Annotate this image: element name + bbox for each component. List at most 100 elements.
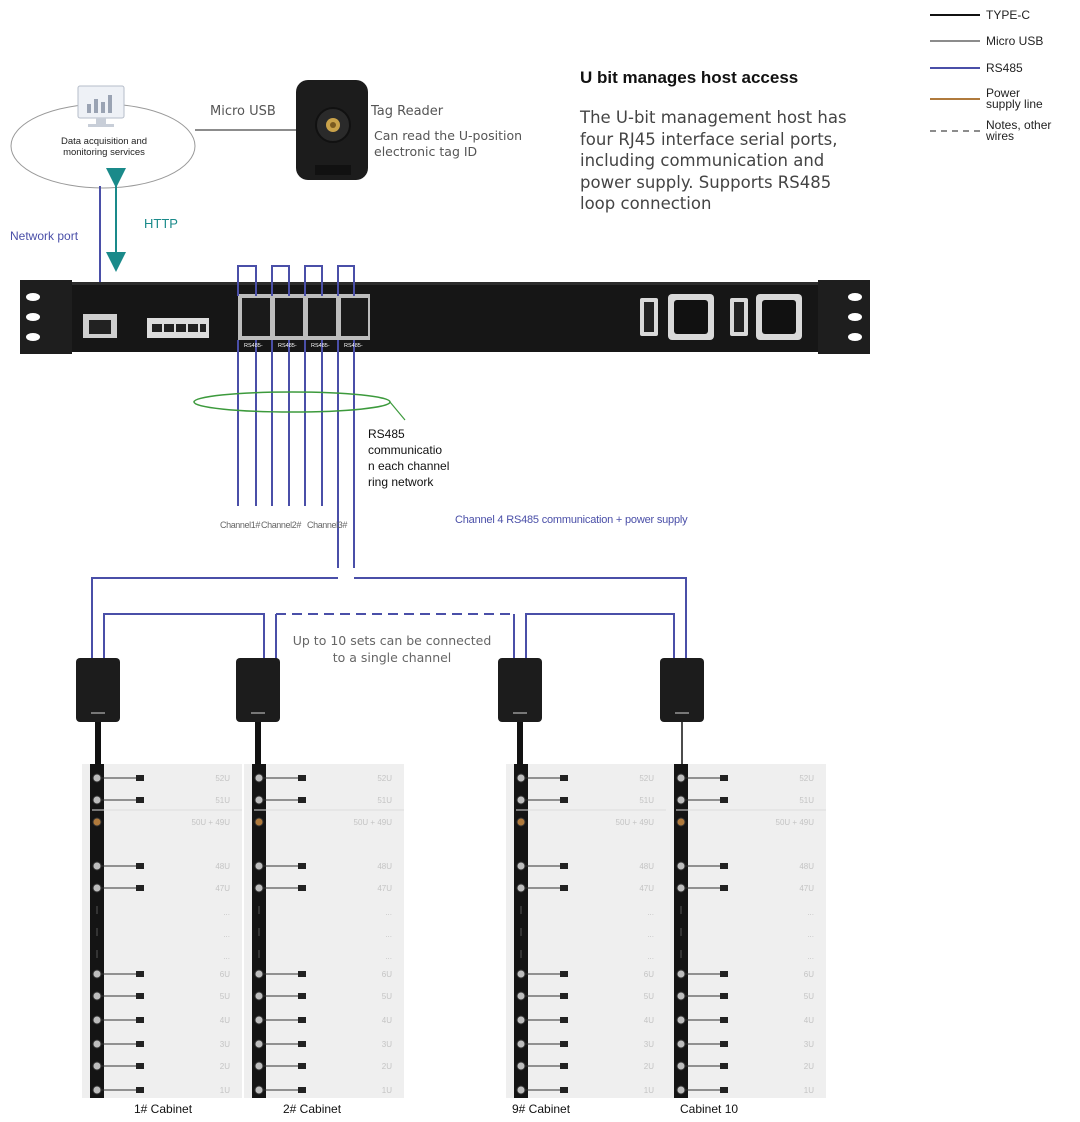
channel4-bus [91, 577, 687, 662]
u-position-label: 47U [799, 884, 814, 893]
chain-note: Up to 10 sets can be connected to a sing… [292, 633, 492, 665]
u-position-label: ... [223, 930, 230, 939]
legend-swatch [930, 40, 980, 42]
tag-port-icon [92, 1061, 102, 1071]
tag-port-icon [676, 991, 686, 1001]
tag-port-icon [516, 1061, 526, 1071]
u-position-label: 5U [644, 992, 654, 1001]
u-position-label: ... [647, 908, 654, 917]
tag-port-icon [92, 883, 102, 893]
tag-port-icon [92, 795, 102, 805]
u-position-label: 1U [220, 1086, 230, 1095]
tag-chip-icon [136, 993, 144, 999]
tag-chip-icon [720, 863, 728, 869]
tag-port-icon [516, 861, 526, 871]
u-position-label: 4U [220, 1016, 230, 1025]
device-9 [498, 658, 542, 722]
tag-port-icon [676, 969, 686, 979]
tag-port-icon [92, 1015, 102, 1025]
tag-port-icon [254, 991, 264, 1001]
tag-chip-icon [720, 1087, 728, 1093]
tag-chip-icon [298, 797, 306, 803]
u-position-label: 51U [377, 796, 392, 805]
cabinet-panel [506, 764, 666, 1098]
device-cables [95, 722, 683, 764]
tag-chip-icon [298, 885, 306, 891]
u-position-label: ... [647, 952, 654, 961]
tag-chip-icon [298, 863, 306, 869]
u-position-label: 4U [644, 1016, 654, 1025]
legend-label: Power supply line [986, 86, 1043, 111]
heading-description: The U-bit management host has four RJ45 … [580, 108, 847, 213]
ring-note: RS485 communicatio n each channel ring n… [368, 427, 450, 489]
port-label-4: RS485- [344, 343, 363, 349]
micro-usb-label: Micro USB [210, 104, 276, 119]
tag-chip-icon [720, 1063, 728, 1069]
u-position-label: ... [807, 952, 814, 961]
tag-chip-icon [720, 993, 728, 999]
u-position-label: 50U + 49U [354, 818, 393, 827]
tag-chip-icon [560, 775, 568, 781]
tag-port-icon [516, 773, 526, 783]
tag-port-icon [92, 773, 102, 783]
tag-chip-icon [136, 1087, 144, 1093]
tag-chip-icon [720, 797, 728, 803]
u-position-label: ... [807, 908, 814, 917]
u-position-label: 2U [644, 1062, 654, 1071]
u-position-label: 51U [215, 796, 230, 805]
legend-label: TYPE-C [986, 8, 1031, 22]
u-position-label: ... [223, 908, 230, 917]
cabinet-label-1: 1# Cabinet [134, 1102, 193, 1116]
tag-chip-icon [560, 1017, 568, 1023]
tag-chip-icon [136, 1041, 144, 1047]
cabinet-label-9: 9# Cabinet [512, 1102, 571, 1116]
power-port-icon [516, 817, 526, 827]
power-port-icon [676, 817, 686, 827]
u-position-label: 50U + 49U [616, 818, 655, 827]
port-label-1: RS485- [244, 343, 263, 349]
u-position-label: 3U [804, 1040, 814, 1049]
tag-port-icon [676, 861, 686, 871]
u-position-label: 1U [804, 1086, 814, 1095]
tag-port-icon [676, 1039, 686, 1049]
tag-port-icon [676, 795, 686, 805]
tag-port-icon [676, 1015, 686, 1025]
u-position-label: 52U [215, 774, 230, 783]
u-position-label: 47U [377, 884, 392, 893]
u-position-label: 47U [215, 884, 230, 893]
u-position-label: 4U [804, 1016, 814, 1025]
legend-label: RS485 [986, 61, 1023, 75]
tag-chip-icon [136, 885, 144, 891]
u-position-label: 6U [644, 970, 654, 979]
u-position-label: ... [385, 908, 392, 917]
tag-port-icon [516, 1039, 526, 1049]
tag-port-icon [254, 773, 264, 783]
monitor-chart-icon [77, 85, 125, 127]
u-position-label: ... [807, 930, 814, 939]
u-position-label: 51U [799, 796, 814, 805]
u-position-label: 50U + 49U [776, 818, 815, 827]
tag-reader-device [296, 80, 368, 180]
cabinet-label-10: Cabinet 10 [680, 1102, 739, 1116]
channel-label-3: Channel3# [307, 520, 347, 530]
tag-chip-icon [298, 971, 306, 977]
tag-chip-icon [298, 1017, 306, 1023]
rs485-loops [237, 265, 355, 296]
u-position-label: 52U [639, 774, 654, 783]
heading-title: U bit manages host access [580, 68, 799, 87]
channel4-label: Channel 4 RS485 communication + power su… [455, 514, 688, 526]
ring-pointer [389, 401, 406, 421]
tag-port-icon [516, 1015, 526, 1025]
cabinet-label-2: 2# Cabinet [283, 1102, 342, 1116]
cabinet-panel [666, 764, 826, 1098]
legend-item-notes: Notes, other wires [930, 119, 1056, 142]
tag-chip-icon [720, 1041, 728, 1047]
u-position-label: 6U [382, 970, 392, 979]
u-position-label: 3U [644, 1040, 654, 1049]
device-1 [76, 658, 120, 722]
service-label: Data acquisition and monitoring services [60, 136, 148, 158]
tag-chip-icon [136, 1063, 144, 1069]
ring-ellipse [193, 391, 391, 413]
u-position-label: 50U + 49U [192, 818, 231, 827]
u-position-label: 6U [220, 970, 230, 979]
